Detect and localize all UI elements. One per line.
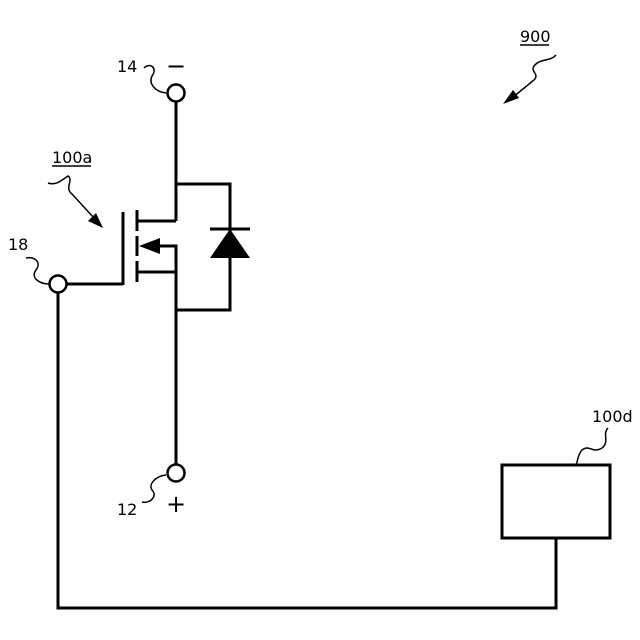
terminal-minus-leader (144, 66, 166, 93)
wire-bottom-loop (58, 293, 556, 608)
figure-ref-label: 900 (520, 27, 551, 46)
terminal-12 (168, 465, 185, 482)
figure-ref-arrowhead (503, 90, 519, 104)
terminal-14 (168, 85, 185, 102)
device-ref-label: 100a (52, 148, 92, 167)
terminal-plus-ref-label: 12 (117, 500, 137, 519)
device-ref-leader (48, 176, 94, 218)
gate-terminal-leader (26, 258, 49, 284)
device-ref-arrowhead (88, 213, 103, 228)
diode-triangle (210, 229, 250, 258)
minus-sign: − (166, 52, 186, 80)
figure-ref-leader (512, 55, 556, 98)
gate-terminal-ref-label: 18 (8, 235, 28, 254)
box-ref-label: 100d (592, 407, 633, 426)
mosfet-body-arrow (139, 238, 160, 254)
box-ref-leader (576, 428, 608, 465)
plus-sign: + (166, 490, 186, 518)
terminal-plus-leader (142, 475, 166, 502)
terminal-18 (50, 276, 67, 293)
terminal-minus-ref-label: 14 (117, 57, 137, 76)
box-100d (502, 465, 610, 538)
mosfet-body-connector (158, 246, 176, 272)
